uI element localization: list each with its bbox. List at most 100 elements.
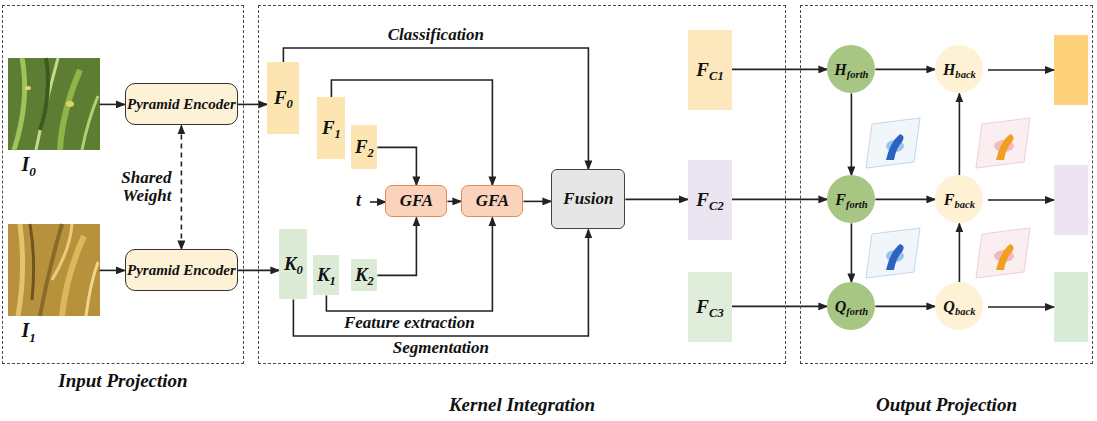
feature-label: F0 bbox=[274, 88, 293, 109]
state-label: Fback bbox=[944, 191, 975, 209]
heatmap bbox=[976, 228, 1030, 278]
feature-label: F1 bbox=[322, 118, 341, 139]
heatmap-blob bbox=[886, 244, 904, 270]
connector bbox=[377, 217, 416, 275]
state-label: Qback bbox=[943, 298, 975, 316]
input-label: t bbox=[356, 191, 361, 211]
stalk bbox=[62, 236, 84, 316]
heatmap bbox=[866, 228, 920, 278]
output-bar bbox=[1054, 35, 1088, 105]
feature-label: K1 bbox=[317, 265, 336, 286]
dashed-region: Output ProjectionHforthHbackFforthFbackQ… bbox=[800, 5, 1093, 364]
output-bar bbox=[1054, 272, 1088, 342]
encoder-box: Pyramid Encoder bbox=[125, 249, 238, 291]
leaf-spot bbox=[25, 86, 31, 90]
connector bbox=[875, 69, 935, 71]
connector bbox=[326, 217, 492, 311]
wheat-image: I1 bbox=[7, 223, 99, 315]
state-label: Qforth bbox=[835, 298, 868, 316]
image-label: I1 bbox=[21, 319, 35, 341]
wheat-photo bbox=[8, 224, 100, 316]
feature-bar: FC1 bbox=[688, 30, 732, 110]
gfa-box: GFA bbox=[385, 185, 447, 217]
state-circle: Fforth bbox=[827, 175, 875, 223]
box-label: GFA bbox=[400, 192, 433, 211]
edge-label: Segmentation bbox=[391, 339, 491, 358]
heatmap-blob bbox=[886, 134, 904, 160]
output-bar bbox=[1054, 165, 1088, 235]
box-label: Fusion bbox=[563, 190, 613, 209]
connector bbox=[732, 199, 827, 201]
feature-bar: F2 bbox=[351, 125, 377, 169]
box-label: Pyramid Encoder bbox=[127, 262, 236, 279]
stalk bbox=[52, 224, 72, 280]
time-arrow bbox=[370, 201, 386, 203]
feature-bar: K2 bbox=[351, 259, 377, 291]
output-arrow bbox=[988, 69, 1054, 71]
leaf bbox=[14, 58, 25, 150]
connector bbox=[851, 223, 853, 282]
encoder-box: Pyramid Encoder bbox=[125, 83, 238, 125]
wheat-photo bbox=[8, 58, 100, 150]
leaf-spot bbox=[66, 101, 74, 107]
feature-label: F2 bbox=[355, 137, 374, 158]
feature-label: FC2 bbox=[696, 190, 723, 211]
connector bbox=[851, 93, 853, 175]
connector bbox=[959, 93, 961, 175]
output-arrow bbox=[988, 306, 1054, 308]
connector bbox=[875, 199, 935, 201]
connector bbox=[625, 199, 688, 201]
connector bbox=[959, 223, 961, 282]
connector bbox=[447, 201, 461, 203]
region-title: Input Projection bbox=[0, 371, 283, 392]
state-circle: Hback bbox=[935, 45, 983, 93]
fusion-box: Fusion bbox=[551, 169, 625, 229]
connector bbox=[99, 270, 125, 272]
connector bbox=[293, 229, 588, 336]
heatmap-blob bbox=[996, 134, 1014, 160]
feature-label: FC1 bbox=[696, 60, 723, 81]
connector bbox=[377, 147, 416, 185]
heatmap bbox=[976, 118, 1030, 168]
connector bbox=[99, 104, 125, 106]
edge-label: Feature extraction bbox=[342, 314, 477, 333]
region-title: Output Projection bbox=[761, 395, 1097, 416]
region-title: Kernel Integration bbox=[219, 395, 825, 416]
output-arrow bbox=[988, 199, 1054, 201]
edge-label: Shared Weight bbox=[105, 169, 173, 206]
leaf bbox=[36, 58, 58, 150]
feature-bar: FC2 bbox=[688, 160, 732, 240]
image-label: I0 bbox=[21, 153, 35, 175]
state-label: Hback bbox=[943, 61, 976, 79]
connector bbox=[331, 80, 492, 185]
state-circle: Hforth bbox=[827, 45, 875, 93]
state-circle: Qforth bbox=[827, 282, 875, 330]
connector bbox=[875, 306, 935, 308]
leaf bbox=[82, 96, 98, 150]
state-circle: Fback bbox=[935, 175, 983, 223]
leaf bbox=[40, 58, 48, 130]
state-label: Fforth bbox=[835, 191, 867, 209]
feature-label: FC3 bbox=[696, 297, 723, 318]
feature-bar: FC3 bbox=[688, 272, 732, 342]
state-label: Hforth bbox=[834, 61, 868, 79]
connector bbox=[283, 48, 588, 169]
feature-label: K2 bbox=[355, 265, 374, 286]
box-label: GFA bbox=[476, 192, 509, 211]
feature-bar: K0 bbox=[279, 229, 307, 299]
heatmap bbox=[866, 118, 920, 168]
state-circle: Qback bbox=[935, 282, 983, 330]
dashed-connector bbox=[181, 125, 183, 249]
wheat-image: I0 bbox=[7, 57, 99, 149]
leaf bbox=[60, 70, 80, 150]
feature-bar: F0 bbox=[267, 62, 299, 134]
feature-bar: K1 bbox=[313, 255, 339, 295]
connector bbox=[732, 69, 827, 71]
edge-label: Classification bbox=[386, 26, 486, 45]
connector bbox=[732, 306, 827, 308]
connector bbox=[238, 104, 268, 106]
box-label: Pyramid Encoder bbox=[127, 96, 236, 113]
